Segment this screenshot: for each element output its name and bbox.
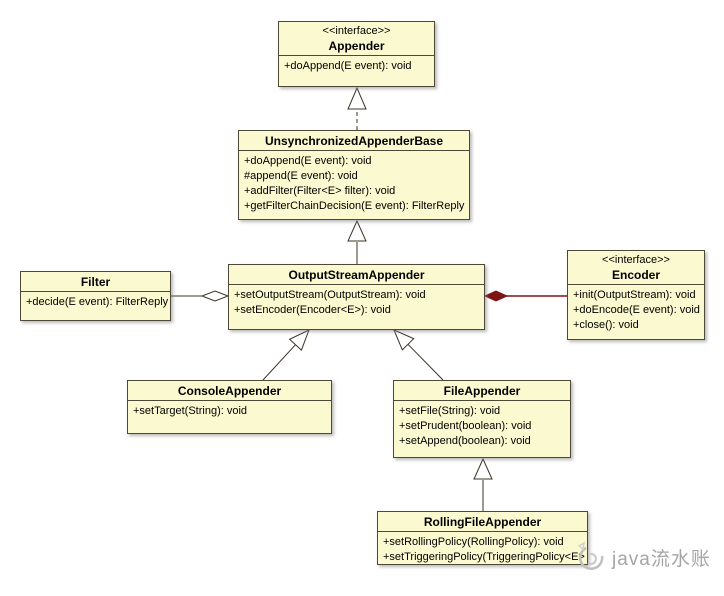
method-item: +setFile(String): void (399, 405, 501, 417)
method-item: +doAppend(E event): void (284, 60, 412, 72)
method-item: +addFilter(Filter<E> filter): void (244, 185, 396, 197)
composition-diamond-encoder-osa (483, 290, 567, 302)
class-methods: +doAppend(E event): void (279, 56, 434, 76)
method-item: +setEncoder(Encoder<E>): void (234, 304, 391, 316)
class-encoder: <<interface>> Encoder +init(OutputStream… (567, 250, 705, 340)
method-item: +setRollingPolicy(RollingPolicy): void (383, 536, 564, 548)
method-item: +getFilterChainDecision(E event): Filter… (244, 200, 465, 212)
class-header: Filter (21, 272, 170, 292)
class-name: FileAppender (443, 384, 521, 398)
aggregation-diamond-filter-osa (171, 290, 230, 302)
class-console-appender: ConsoleAppender +setTarget(String): void (127, 380, 332, 434)
class-name: Appender (328, 39, 385, 53)
class-stereotype: <<interface>> (602, 254, 670, 266)
class-name: Filter (80, 275, 111, 289)
class-output-stream-appender: OutputStreamAppender +setOutputStream(Ou… (228, 264, 485, 330)
method-item: +doAppend(E event): void (244, 155, 372, 167)
generalization-arrow-osa-to-uab (347, 219, 367, 264)
method-item: #append(E event): void (244, 170, 358, 182)
generalization-arrow-rolling-to-file (473, 457, 493, 511)
class-unsynchronized-appender-base: UnsynchronizedAppenderBase +doAppend(E e… (238, 130, 470, 220)
class-name: Encoder (611, 268, 660, 282)
class-methods: +setRollingPolicy(RollingPolicy): void +… (378, 532, 587, 567)
class-header: ConsoleAppender (128, 381, 331, 401)
class-methods: +setTarget(String): void (128, 401, 331, 421)
class-header: <<interface>> Encoder (568, 251, 704, 285)
class-name: RollingFileAppender (423, 515, 542, 529)
class-header: OutputStreamAppender (229, 265, 484, 285)
class-header: FileAppender (394, 381, 570, 401)
class-methods: +setFile(String): void +setPrudent(boole… (394, 401, 570, 451)
realization-arrow-uab-to-appender (347, 86, 367, 130)
class-file-appender: FileAppender +setFile(String): void +set… (393, 380, 571, 458)
method-item: +decide(E event): FilterReply (26, 296, 169, 308)
generalization-arrow-console-to-osa (262, 329, 310, 381)
class-methods: +doAppend(E event): void #append(E event… (239, 151, 469, 216)
class-header: <<interface>> Appender (279, 22, 434, 56)
method-item: +setPrudent(boolean): void (399, 420, 532, 432)
method-item: +setOutputStream(OutputStream): void (234, 289, 426, 301)
watermark-text: java流水账 (612, 548, 711, 570)
class-methods: +decide(E event): FilterReply (21, 292, 170, 312)
class-methods: +setOutputStream(OutputStream): void +se… (229, 285, 484, 320)
class-rolling-file-appender: RollingFileAppender +setRollingPolicy(Ro… (377, 511, 588, 565)
class-header: UnsynchronizedAppenderBase (239, 131, 469, 151)
class-header: RollingFileAppender (378, 512, 587, 532)
method-item: +doEncode(E event): void (573, 304, 700, 316)
method-item: +setAppend(boolean): void (399, 435, 531, 447)
class-name: UnsynchronizedAppenderBase (264, 134, 444, 148)
method-item: +close(): void (573, 319, 639, 331)
watermark: java流水账 (576, 540, 711, 574)
class-name: ConsoleAppender (177, 384, 282, 398)
watermark-logo-icon (577, 541, 604, 570)
class-name: OutputStreamAppender (288, 268, 425, 282)
method-item: +setTarget(String): void (133, 405, 248, 417)
class-methods: +init(OutputStream): void +doEncode(E ev… (568, 285, 704, 335)
method-item: +init(OutputStream): void (573, 289, 696, 301)
generalization-arrow-file-to-osa (393, 329, 444, 381)
method-item: +setTriggeringPolicy(TriggeringPolicy<E> (383, 551, 585, 563)
class-appender: <<interface>> Appender +doAppend(E event… (278, 21, 435, 87)
class-stereotype: <<interface>> (322, 25, 391, 37)
class-filter: Filter +decide(E event): FilterReply (20, 271, 171, 321)
